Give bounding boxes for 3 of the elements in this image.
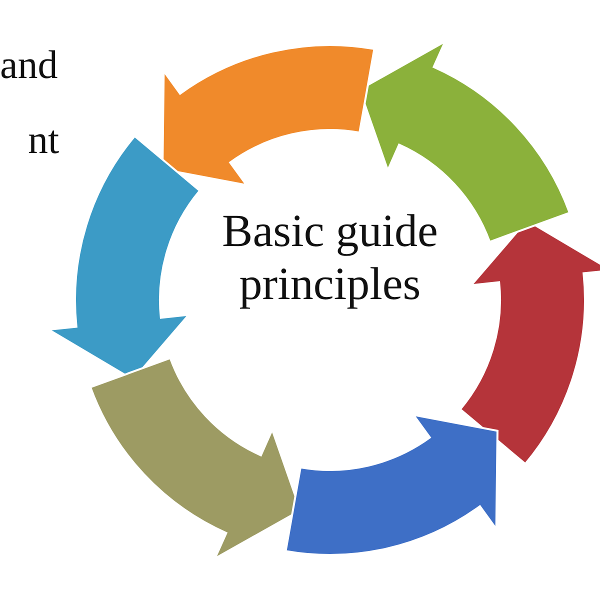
center-text: Basic guide principles <box>215 205 445 311</box>
partial-text: nt <box>28 120 60 160</box>
partial-text: and <box>0 45 58 85</box>
